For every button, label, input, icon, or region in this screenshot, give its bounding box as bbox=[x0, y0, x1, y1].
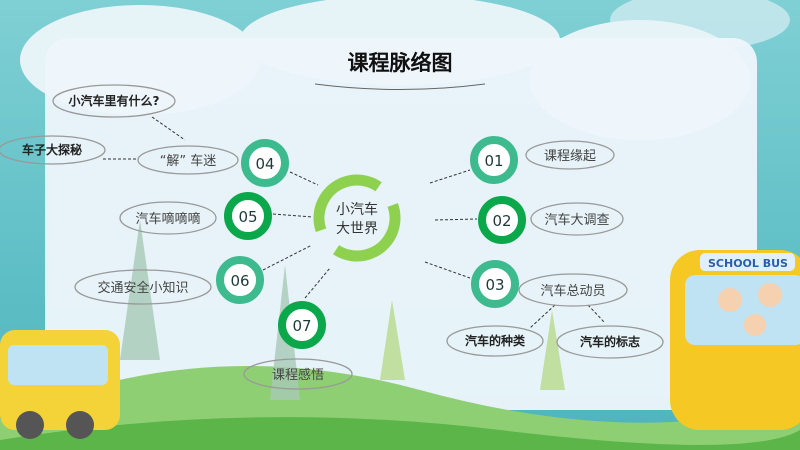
node-03[interactable]: 03 bbox=[471, 260, 519, 308]
label-03-child-1[interactable]: 汽车的种类 bbox=[465, 333, 526, 348]
node-04[interactable]: 04 bbox=[241, 139, 289, 187]
center-line2: 大世界 bbox=[336, 221, 378, 237]
label-05[interactable]: 汽车嘀嘀嘀 bbox=[135, 211, 200, 227]
node-number: 03 bbox=[485, 276, 504, 294]
label-01[interactable]: 课程缘起 bbox=[544, 149, 596, 164]
connector-lines bbox=[103, 116, 606, 329]
bus-sign: SCHOOL BUS bbox=[708, 257, 788, 270]
label-07[interactable]: 课程感悟 bbox=[272, 367, 324, 383]
node-06[interactable]: 06 bbox=[216, 256, 264, 304]
label-04-child-1[interactable]: 小汽车里有什么? bbox=[69, 93, 160, 108]
node-number: 05 bbox=[238, 208, 257, 226]
title-underline bbox=[314, 83, 486, 90]
label-03[interactable]: 汽车总动员 bbox=[540, 283, 605, 299]
node-number: 06 bbox=[230, 272, 249, 290]
node-05[interactable]: 05 bbox=[224, 192, 272, 240]
label-06[interactable]: 交通安全小知识 bbox=[97, 280, 188, 296]
label-04[interactable]: “解” 车迷 bbox=[160, 153, 217, 169]
label-02[interactable]: 汽车大调查 bbox=[544, 212, 609, 228]
node-number: 01 bbox=[484, 152, 503, 170]
node-number: 02 bbox=[492, 212, 511, 230]
node-01[interactable]: 01 bbox=[470, 136, 518, 184]
node-07[interactable]: 07 bbox=[278, 301, 326, 349]
center-node[interactable]: 小汽车 大世界 bbox=[308, 169, 405, 266]
node-number: 04 bbox=[255, 155, 274, 173]
school-bus-illustration: SCHOOL BUS bbox=[0, 250, 800, 439]
page-title: 课程脉络图 bbox=[348, 51, 453, 75]
label-ellipses bbox=[0, 84, 664, 390]
label-03-child-2[interactable]: 汽车的标志 bbox=[580, 334, 640, 349]
node-number: 07 bbox=[292, 317, 311, 335]
label-04-child-2[interactable]: 车子大探秘 bbox=[22, 142, 82, 157]
node-02[interactable]: 02 bbox=[478, 196, 526, 244]
center-line1: 小汽车 bbox=[336, 201, 378, 218]
